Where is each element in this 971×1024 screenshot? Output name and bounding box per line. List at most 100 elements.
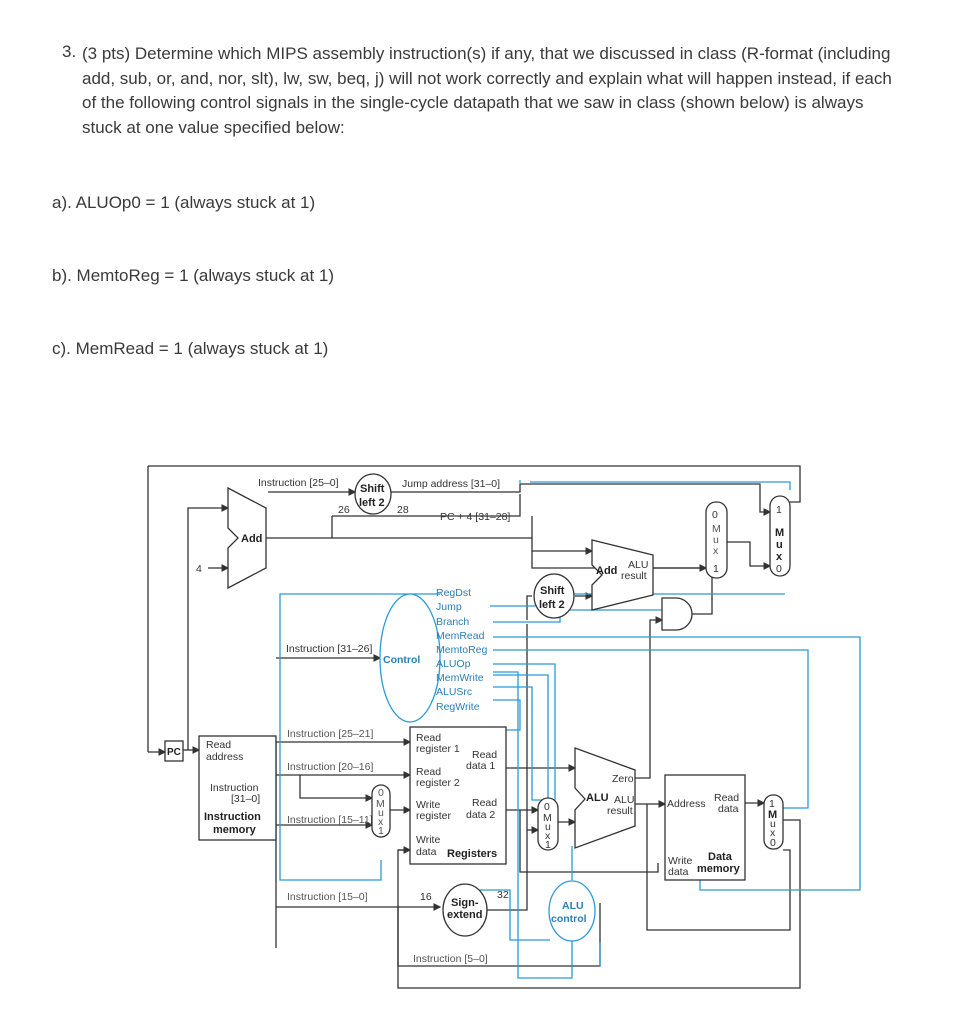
branch-result-label: result bbox=[621, 570, 647, 582]
imem-address-label: address bbox=[206, 751, 243, 763]
jump-shift-label-top: Shift bbox=[360, 483, 385, 495]
signal-jump: Jump bbox=[436, 601, 462, 613]
mux2-u: u bbox=[776, 539, 783, 551]
reg-read2-a: Read bbox=[416, 766, 441, 778]
question-number: 3. bbox=[62, 42, 77, 61]
mux1-m: M bbox=[712, 523, 721, 535]
dm-address: Address bbox=[667, 798, 706, 810]
reg-wdata-b: data bbox=[416, 846, 437, 858]
sign-extend bbox=[442, 883, 488, 937]
sign-a: Sign- bbox=[451, 897, 479, 909]
dm-write-b: data bbox=[668, 866, 689, 878]
jump-address-label: Jump address [31–0] bbox=[402, 478, 500, 490]
data-memory bbox=[664, 774, 746, 881]
mux1-one: 1 bbox=[713, 563, 719, 575]
dm-read-b: data bbox=[718, 803, 739, 815]
four-label: 4 bbox=[196, 563, 202, 575]
pc-register bbox=[164, 740, 184, 762]
n32-label: 32 bbox=[497, 889, 509, 901]
jump-shift-left-2 bbox=[354, 473, 392, 515]
part-b: b). MemtoReg = 1 (always stuck at 1) bbox=[52, 266, 335, 285]
reg-rdata2-b: data 2 bbox=[466, 809, 495, 821]
instr-5-0-label: Instruction [5–0] bbox=[413, 953, 488, 965]
mux4-m: M bbox=[543, 812, 552, 824]
add-label: Add bbox=[241, 533, 262, 545]
main-alu bbox=[574, 747, 636, 849]
mux1-x: x bbox=[713, 545, 719, 557]
reg-read2-b: register 2 bbox=[416, 777, 460, 789]
register-file bbox=[409, 726, 507, 865]
instr-15-0-label: Instruction [15–0] bbox=[287, 891, 368, 903]
part-a: a). ALUOp0 = 1 (always stuck at 1) bbox=[52, 193, 316, 212]
signal-regdst: RegDst bbox=[436, 587, 471, 599]
mux5-zero: 0 bbox=[770, 837, 776, 849]
regdst-mux bbox=[371, 784, 391, 838]
branch-shift-left-2 bbox=[533, 573, 575, 619]
reg-read1-b: register 1 bbox=[416, 743, 460, 755]
signal-memtoreg: MemtoReg bbox=[436, 644, 488, 656]
mux4-u: u bbox=[545, 821, 551, 833]
mux2-zero: 0 bbox=[776, 563, 782, 575]
control-unit bbox=[379, 593, 441, 723]
signal-memread: MemRead bbox=[436, 630, 485, 642]
branch-mux bbox=[705, 501, 728, 579]
sign-b: extend bbox=[447, 909, 482, 921]
reg-rdata1-a: Read bbox=[472, 749, 497, 761]
reg-read1-a: Read bbox=[416, 732, 441, 744]
memtoreg-mux bbox=[763, 794, 784, 850]
signal-memwrite: MemWrite bbox=[436, 672, 484, 684]
branch-alu-label: ALU bbox=[628, 559, 648, 571]
dm-write-a: Write bbox=[668, 855, 692, 867]
mux3-m: M bbox=[376, 798, 385, 810]
mux5-m: M bbox=[768, 809, 777, 821]
reg-rdata1-b: data 1 bbox=[466, 760, 495, 772]
alu-zero-label: Zero bbox=[612, 773, 634, 785]
mux2-one: 1 bbox=[776, 504, 782, 516]
branch-adder bbox=[591, 539, 654, 611]
reg-write-b: register bbox=[416, 810, 452, 822]
imem-bits-label: [31–0] bbox=[231, 793, 260, 805]
alu-res-a: ALU bbox=[614, 794, 634, 806]
mux5-one: 1 bbox=[769, 798, 775, 810]
dm-title-b: memory bbox=[697, 863, 741, 875]
control-label: Control bbox=[383, 654, 420, 666]
question-text: (3 pts) Determine which MIPS assembly in… bbox=[82, 44, 892, 137]
mux4-zero: 0 bbox=[544, 801, 550, 813]
mux5-u: u bbox=[770, 818, 776, 830]
mux1-zero: 0 bbox=[712, 509, 718, 521]
mux2-m: M bbox=[775, 527, 784, 539]
alu-control bbox=[548, 880, 596, 942]
signal-branch: Branch bbox=[436, 616, 469, 628]
and-gate bbox=[661, 597, 693, 631]
instr-25-0-label: Instruction [25–0] bbox=[258, 477, 339, 489]
alu-control-a: ALU bbox=[562, 900, 584, 912]
n28-label: 28 bbox=[397, 504, 409, 516]
instr-31-26-label: Instruction [31–26] bbox=[286, 643, 372, 655]
reg-wdata-a: Write bbox=[416, 834, 440, 846]
alu-res-b: result bbox=[607, 805, 633, 817]
branch-shift-label-top: Shift bbox=[540, 585, 565, 597]
imem-title-2: memory bbox=[213, 824, 257, 836]
signal-alusrc: ALUSrc bbox=[436, 686, 472, 698]
mux3-zero: 0 bbox=[378, 787, 384, 799]
mux1-u: u bbox=[713, 534, 719, 546]
alu-control-b: control bbox=[551, 913, 587, 925]
imem-instruction-label: Instruction bbox=[210, 782, 259, 794]
jump-shift-label-bottom: left 2 bbox=[359, 497, 385, 509]
pc-adder bbox=[227, 486, 267, 590]
imem-title-1: Instruction bbox=[204, 811, 261, 823]
signal-aluop: ALUOp bbox=[436, 658, 471, 670]
alusrc-mux bbox=[537, 797, 559, 851]
mux3-one: 1 bbox=[378, 825, 384, 837]
instr-15-11-label: Instruction [15–11] bbox=[287, 814, 373, 826]
part-c: c). MemRead = 1 (always stuck at 1) bbox=[52, 339, 329, 358]
reg-write-a: Write bbox=[416, 799, 440, 811]
reg-rdata2-a: Read bbox=[472, 797, 497, 809]
imem-read-label: Read bbox=[206, 739, 231, 751]
n16-label: 16 bbox=[420, 891, 432, 903]
mux2-x: x bbox=[776, 551, 783, 563]
instr-25-21-label: Instruction [25–21] bbox=[287, 728, 373, 740]
pc4-label: PC + 4 [31–28] bbox=[440, 511, 510, 523]
jump-mux bbox=[769, 495, 791, 577]
branch-shift-label-bottom: left 2 bbox=[539, 599, 565, 611]
